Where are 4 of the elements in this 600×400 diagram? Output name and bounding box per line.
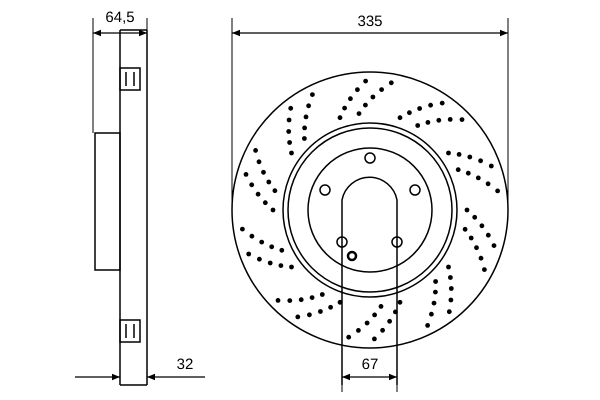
dimension-label: 67 [362, 357, 378, 373]
dimension-label: 64,5 [105, 10, 135, 26]
dimension-label: 32 [176, 357, 194, 373]
dimension-label: 335 [357, 14, 383, 30]
